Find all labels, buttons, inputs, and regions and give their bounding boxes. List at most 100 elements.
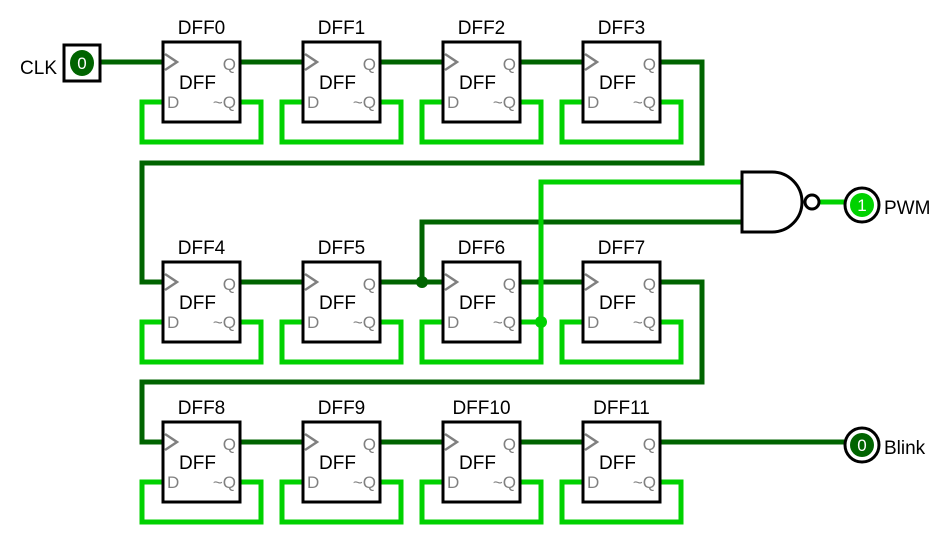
pin-d-label: D — [447, 473, 459, 492]
pin-d-label: D — [587, 93, 599, 112]
pin-d-label: D — [167, 473, 179, 492]
dff-body-box — [441, 260, 522, 344]
pin-q-label: Q — [643, 435, 656, 454]
dff-type: DFF — [319, 73, 356, 94]
clock-marker-icon — [304, 272, 320, 292]
pin-nq-label: ~Q — [493, 313, 516, 332]
wire-loop-dff11 — [559, 479, 684, 525]
dff-type: DFF — [179, 453, 216, 474]
pin-q-label: Q — [643, 275, 656, 294]
pin-nq-label: ~Q — [213, 473, 236, 492]
clk-input[interactable]: 0 — [62, 43, 102, 83]
wire-dff5-nand — [419, 219, 745, 285]
dff-body-box — [301, 260, 382, 344]
dff-name: DFF8 — [178, 398, 226, 419]
wire-dff7-dff8 — [139, 279, 705, 445]
pin-q-label: Q — [503, 275, 516, 294]
wire-loop-dff3 — [559, 99, 684, 145]
dff-name: DFF1 — [318, 18, 366, 39]
pin-d-label: D — [307, 313, 319, 332]
clock-marker-icon — [164, 52, 180, 72]
dff-type: DFF — [179, 293, 216, 314]
pin-q-label: Q — [503, 435, 516, 454]
dff-type: DFF — [599, 293, 636, 314]
dff-type: DFF — [319, 293, 356, 314]
dff-body-box — [581, 420, 662, 504]
pin-q-label: Q — [503, 55, 516, 74]
pin-nq-label: ~Q — [353, 473, 376, 492]
dff-body-box — [581, 40, 662, 124]
dff-body-box — [301, 40, 382, 124]
wire-dff6nq-nand — [538, 179, 745, 325]
clk-value: 0 — [77, 54, 86, 73]
wire-loop-dff2 — [419, 99, 544, 145]
pin-nq-label: ~Q — [633, 93, 656, 112]
pin-q-label: Q — [363, 275, 376, 294]
dff-body-box — [581, 260, 662, 344]
pin-d-label: D — [307, 473, 319, 492]
dff-name: DFF10 — [452, 398, 510, 419]
dff-type: DFF — [599, 73, 636, 94]
wire-loop-dff0 — [139, 99, 264, 145]
dff-name: DFF3 — [598, 18, 646, 39]
dff-body-box — [161, 260, 242, 344]
pin-d-label: D — [167, 93, 179, 112]
clock-marker-icon — [164, 432, 180, 452]
clock-marker-icon — [584, 272, 600, 292]
pin-nq-label: ~Q — [633, 313, 656, 332]
dff-body-box — [301, 420, 382, 504]
dff-type: DFF — [459, 293, 496, 314]
pin-q-label: Q — [363, 435, 376, 454]
pin-q-label: Q — [223, 55, 236, 74]
pin-d-label: D — [167, 313, 179, 332]
pin-nq-label: ~Q — [493, 93, 516, 112]
dff-body-box — [161, 40, 242, 124]
clock-marker-icon — [444, 52, 460, 72]
dff-name: DFF4 — [178, 238, 226, 259]
pin-nq-label: ~Q — [213, 313, 236, 332]
pin-nq-label: ~Q — [213, 93, 236, 112]
blink-label: Blink — [884, 438, 926, 459]
junction-dot-dff5 — [416, 276, 428, 288]
dff-body-box — [161, 420, 242, 504]
low-wires — [98, 59, 849, 445]
clock-marker-icon — [304, 432, 320, 452]
pin-nq-label: ~Q — [353, 313, 376, 332]
pin-d-label: D — [447, 313, 459, 332]
dff-name: DFF9 — [318, 398, 366, 419]
wire-loop-dff7 — [559, 319, 684, 365]
dff-type: DFF — [319, 453, 356, 474]
pin-d-label: D — [587, 313, 599, 332]
dff-name: DFF6 — [458, 238, 506, 259]
flipflop-layer: DFF0DFFQ~QDDFF1DFFQ~QDDFF2DFFQ~QDDFF3DFF… — [161, 18, 662, 504]
nand-gate-icon[interactable] — [740, 170, 821, 234]
pin-d-label: D — [587, 473, 599, 492]
junction-dot-dff6 — [535, 316, 547, 328]
wires — [98, 59, 849, 525]
clock-marker-icon — [584, 432, 600, 452]
pin-nq-label: ~Q — [493, 473, 516, 492]
pin-nq-label: ~Q — [353, 93, 376, 112]
pin-q-label: Q — [643, 55, 656, 74]
dff-name: DFF0 — [178, 18, 226, 39]
clk-label: CLK — [20, 58, 57, 79]
blink-output: 0 — [843, 426, 881, 464]
pin-q-label: Q — [223, 435, 236, 454]
dff-type: DFF — [459, 453, 496, 474]
dff-name: DFF5 — [318, 238, 366, 259]
wire-loop-dff10 — [419, 479, 544, 525]
pin-nq-label: ~Q — [633, 473, 656, 492]
